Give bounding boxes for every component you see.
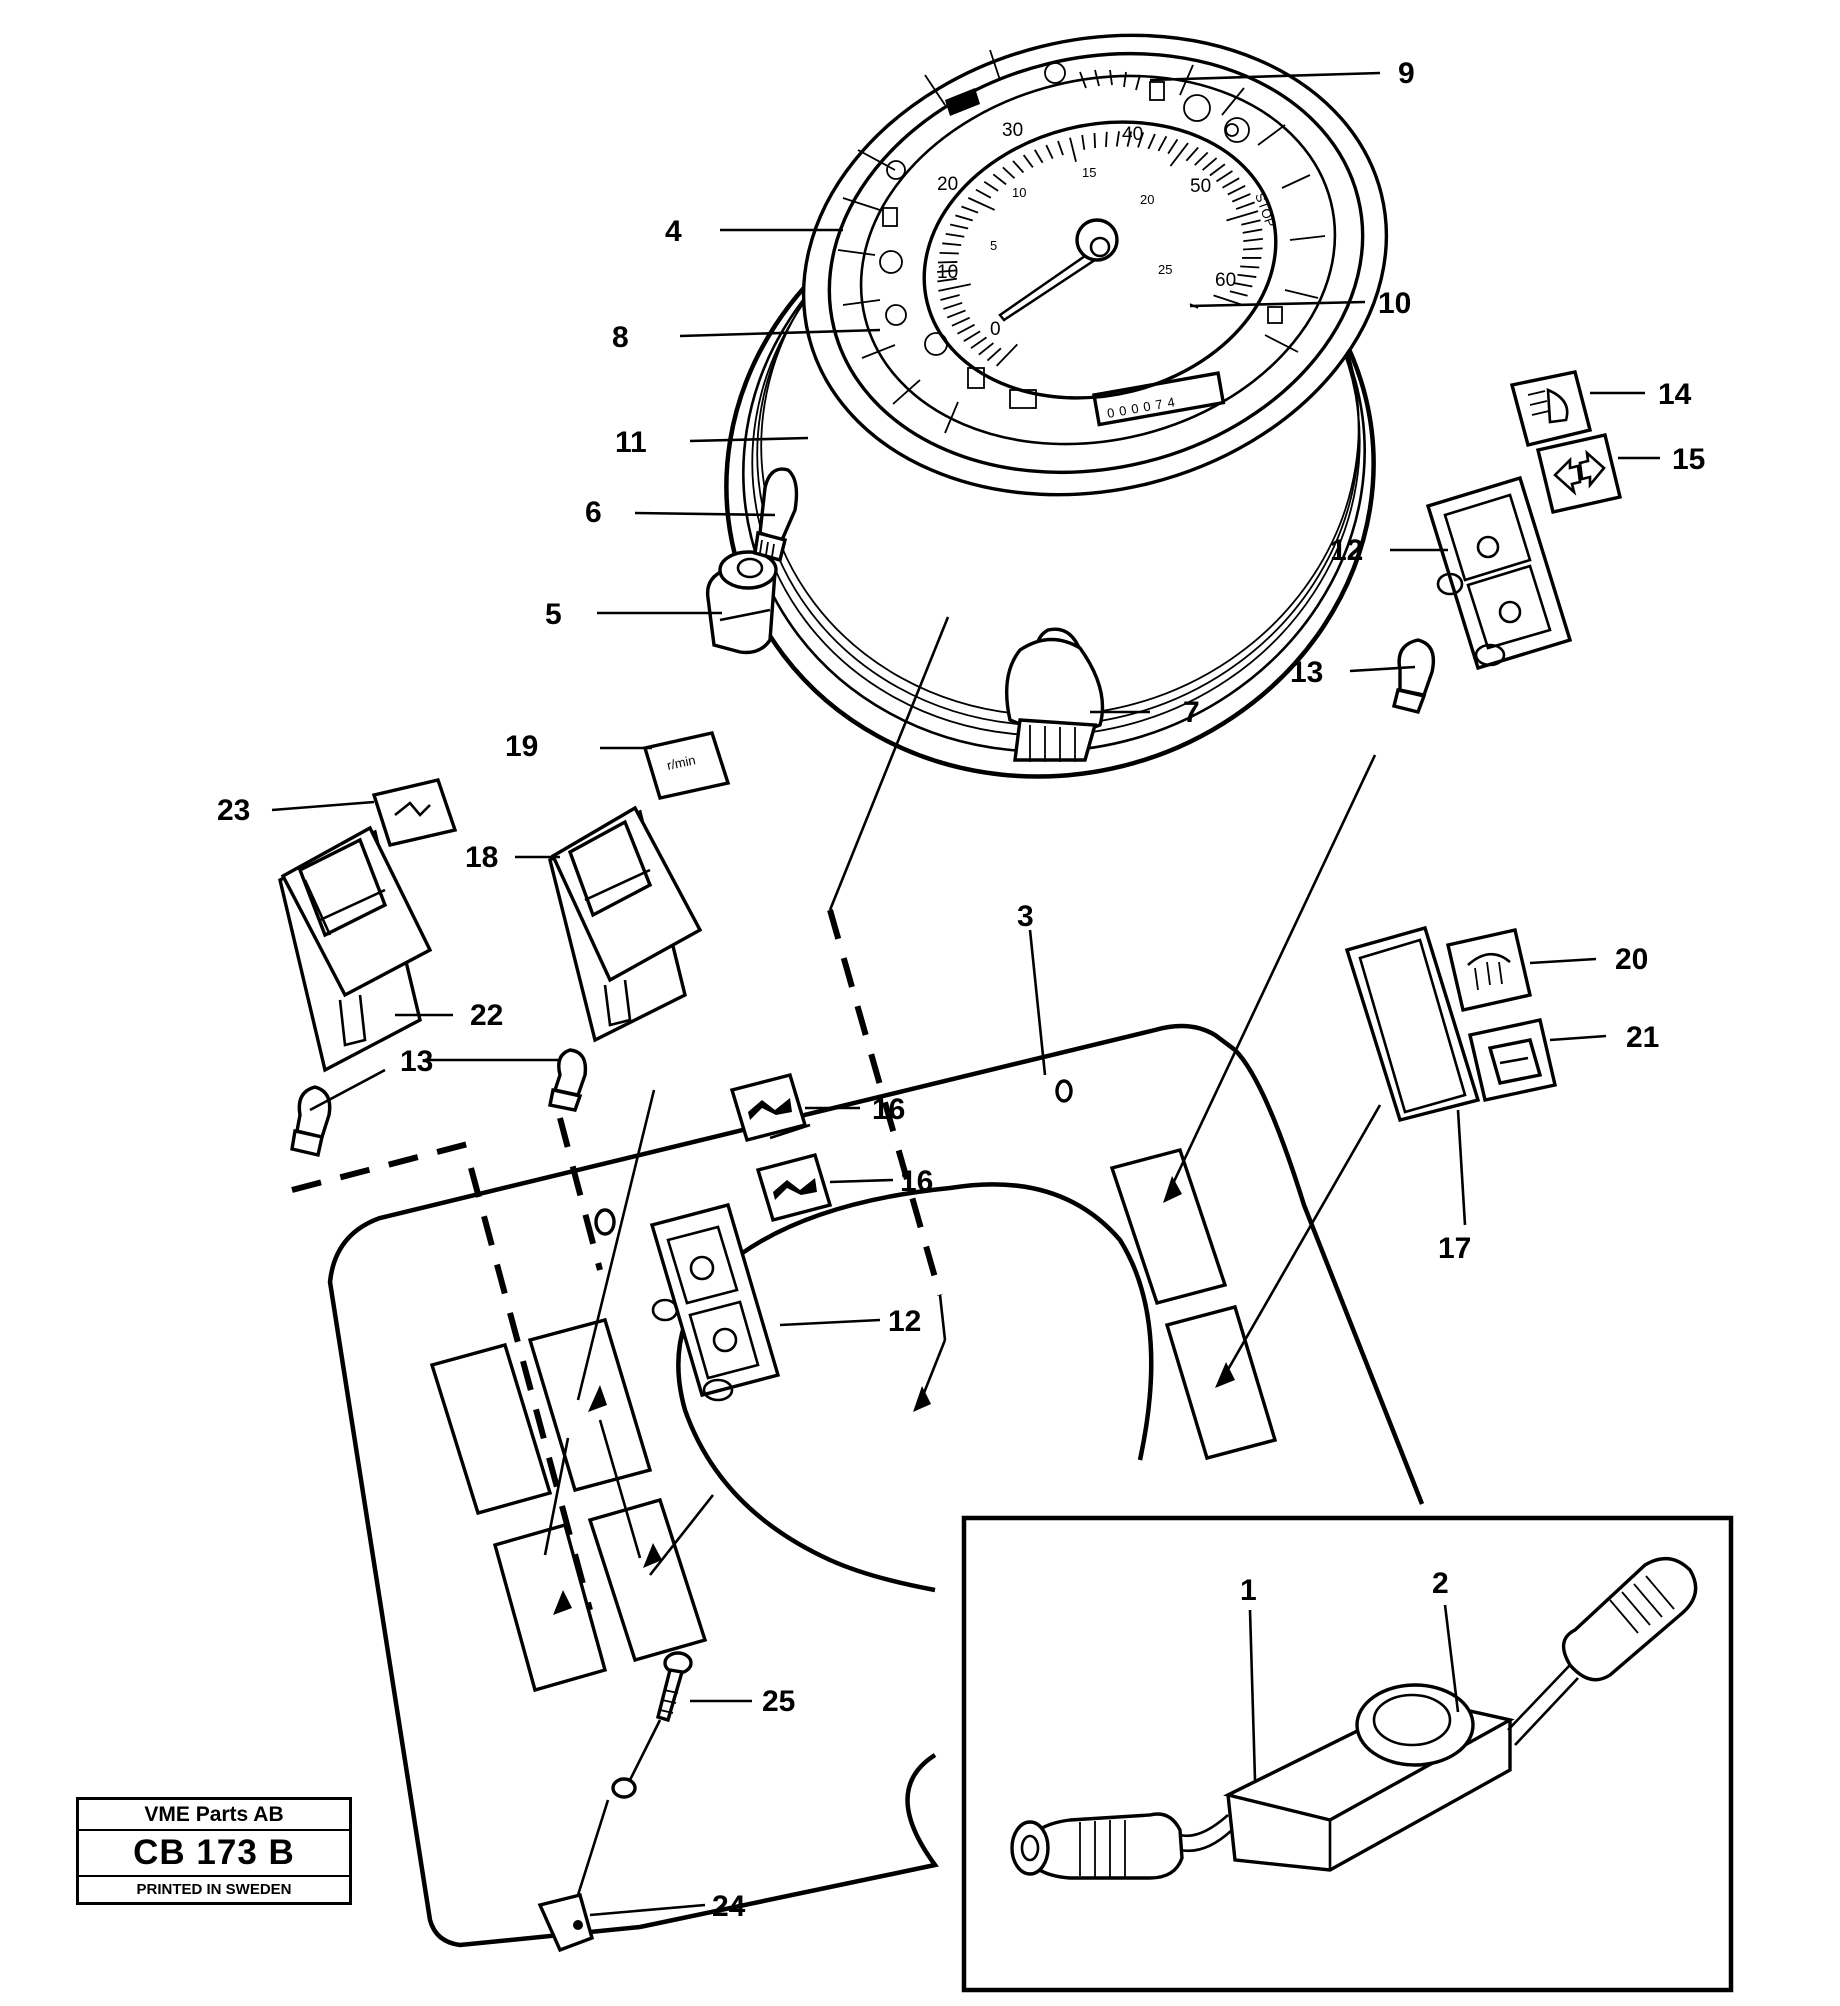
callout-2: 2 (1432, 1567, 1449, 1600)
indicator-block-12 (1428, 478, 1570, 668)
bulb-holder-5 (708, 552, 776, 653)
callout-25: 25 (762, 1685, 795, 1718)
mount-hole (1057, 1081, 1071, 1101)
callout-23: 23 (217, 794, 250, 827)
callout-21: 21 (1626, 1021, 1659, 1054)
callout-20: 20 (1615, 943, 1648, 976)
callout-7: 7 (1183, 696, 1200, 729)
callout-9: 9 (1398, 57, 1415, 90)
dial-tick (1243, 248, 1263, 249)
dial-tick (1240, 266, 1259, 267)
bulb-7 (1007, 629, 1103, 762)
symbol-plate-23 (374, 780, 455, 845)
callout-16-upper: 16 (872, 1093, 905, 1126)
clip-24 (540, 1800, 608, 1950)
stamp-printed: PRINTED IN SWEDEN (79, 1877, 349, 1902)
title-stamp: VME Parts AB CB 173 B PRINTED IN SWEDEN (76, 1797, 352, 1905)
stamp-company: VME Parts AB (79, 1800, 349, 1831)
scale-40: 40 (1122, 124, 1143, 145)
scale-inner-20: 20 (1140, 192, 1154, 207)
scale-inner-5: 5 (990, 238, 997, 253)
indicator-block-12-lower (652, 1205, 778, 1400)
scale-50: 50 (1190, 176, 1211, 197)
callout-14: 14 (1658, 378, 1692, 411)
symbol-plate-14 (1512, 372, 1590, 445)
callout-1: 1 (1240, 1574, 1257, 1607)
symbol-plate-20 (1448, 930, 1530, 1010)
scale-inner-25: 25 (1158, 262, 1172, 277)
callout-13-left: 13 (400, 1045, 433, 1078)
bulb-13 (1394, 640, 1433, 712)
screw-25 (630, 1653, 691, 1780)
needle-hub (1077, 220, 1117, 260)
callout-13: 13 (1290, 656, 1323, 689)
callout-3: 3 (1017, 900, 1034, 933)
callout-17: 17 (1438, 1232, 1471, 1265)
inset-box (964, 1518, 1731, 1990)
symbol-plate-16-lower (758, 1155, 830, 1220)
symbol-plate-19: r/min (645, 733, 728, 798)
scale-0: 0 (990, 319, 1001, 340)
assembly-guides (292, 617, 1380, 1610)
symbol-plate-21 (1470, 1020, 1555, 1100)
callout-5: 5 (545, 598, 562, 631)
symbol-plate-15 (1538, 435, 1620, 512)
callout-15: 15 (1672, 443, 1705, 476)
scale-20: 20 (937, 174, 958, 195)
bulb-13-left (292, 1087, 330, 1155)
cutout (1112, 1150, 1225, 1303)
callout-8: 8 (612, 321, 629, 354)
mount-hole (596, 1210, 614, 1234)
scale-inner-15: 15 (1082, 165, 1096, 180)
scale-10: 10 (937, 262, 958, 283)
dial-tick (940, 253, 959, 254)
rocker-switch-22 (280, 828, 430, 1070)
callout-10: 10 (1378, 287, 1411, 320)
callout-6: 6 (585, 496, 602, 529)
rocker-switch-18 (550, 808, 700, 1040)
dial-tick (1106, 132, 1107, 147)
mount-hole (613, 1779, 635, 1797)
stamp-code: CB 173 B (79, 1831, 349, 1877)
callout-22: 22 (470, 999, 503, 1032)
callout-12-lower: 12 (888, 1305, 921, 1338)
scale-30: 30 (1002, 120, 1023, 141)
dial-tick (1094, 133, 1095, 148)
scale-inner-10: 10 (1012, 185, 1026, 200)
callout-24: 24 (712, 1890, 746, 1923)
callout-4: 4 (665, 215, 682, 248)
cutout (432, 1345, 550, 1513)
cutout (590, 1500, 705, 1660)
callout-16-lower: 16 (900, 1165, 933, 1198)
callout-18: 18 (465, 841, 498, 874)
callout-19: 19 (505, 730, 538, 763)
scale-60: 60 (1215, 270, 1236, 291)
callout-11: 11 (615, 426, 647, 459)
callout-12: 12 (1330, 534, 1363, 567)
